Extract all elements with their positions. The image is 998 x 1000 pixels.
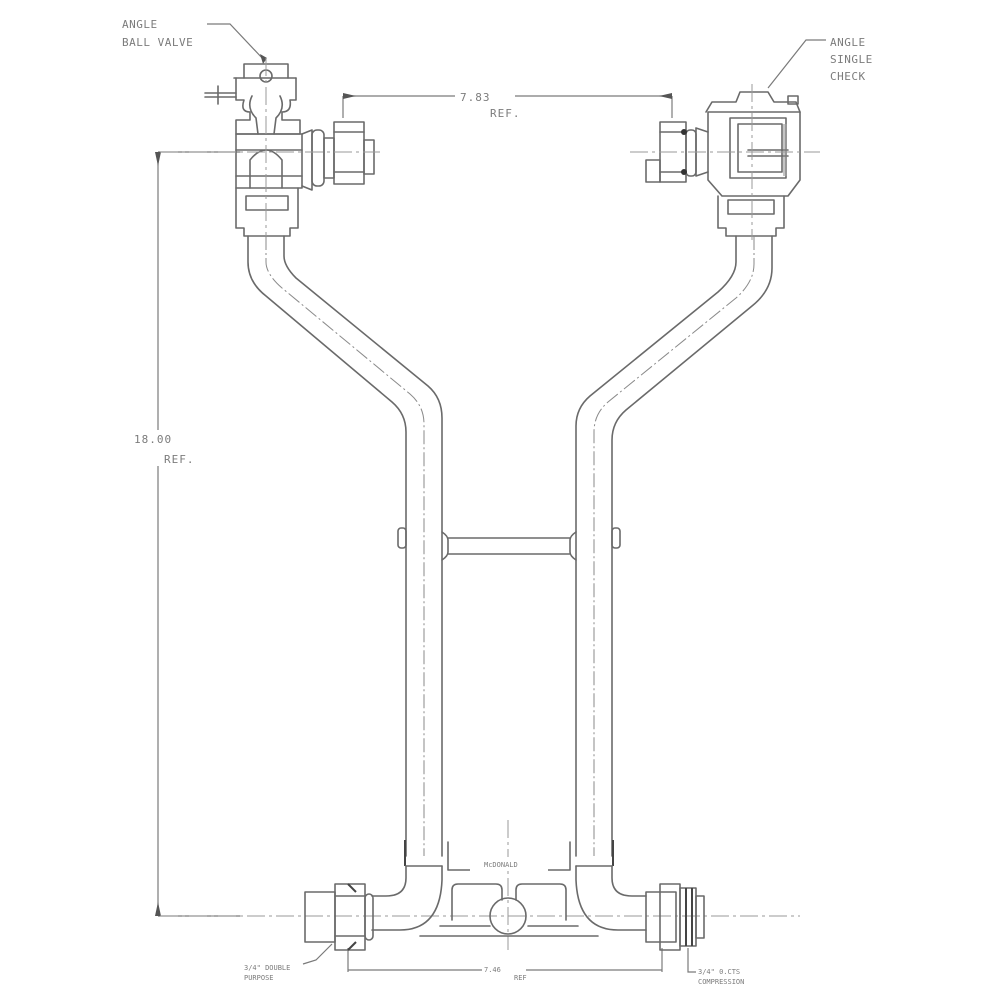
bottom-width-suffix: REF (514, 974, 527, 982)
height-dimension-suffix: REF. (164, 453, 195, 466)
outlet-label-1: 3/4" 0.CTS (698, 968, 740, 976)
angle-ball-valve (204, 58, 375, 240)
angle-single-check-valve (645, 84, 801, 240)
middle-brace (441, 531, 577, 561)
callout-outlet: 3/4" 0.CTS COMPRESSION (687, 948, 744, 986)
outlet-label-2: COMPRESSION (698, 978, 744, 986)
height-dimension-value: 18.00 (134, 433, 172, 446)
right-riser-pipe (575, 235, 773, 857)
bottom-width-dimension: 7.46 REF (347, 948, 663, 984)
callout-single-check: ANGLE SINGLE CHECK (767, 36, 873, 89)
check-label-1: ANGLE (830, 36, 866, 49)
check-label-3: CHECK (830, 70, 866, 83)
brand-label: McDONALD (484, 861, 518, 869)
top-width-dimension: 7.83 REF. (342, 86, 673, 120)
bottom-width-value: 7.46 (484, 966, 501, 974)
ball-valve-label-2: BALL VALVE (122, 36, 193, 49)
height-dimension: 18.00 REF. (134, 151, 240, 917)
check-label-2: SINGLE (830, 53, 873, 66)
inlet-label-1: 3/4" DOUBLE (244, 964, 290, 972)
bottom-manifold: McDONALD (160, 820, 800, 951)
top-width-value: 7.83 (460, 91, 491, 104)
callout-inlet: 3/4" DOUBLE PURPOSE (244, 943, 333, 982)
top-width-suffix: REF. (490, 107, 521, 120)
callout-ball-valve: ANGLE BALL VALVE (122, 18, 267, 64)
ball-valve-label-1: ANGLE (122, 18, 158, 31)
left-riser-pipe (247, 235, 443, 857)
inlet-label-2: PURPOSE (244, 974, 274, 982)
